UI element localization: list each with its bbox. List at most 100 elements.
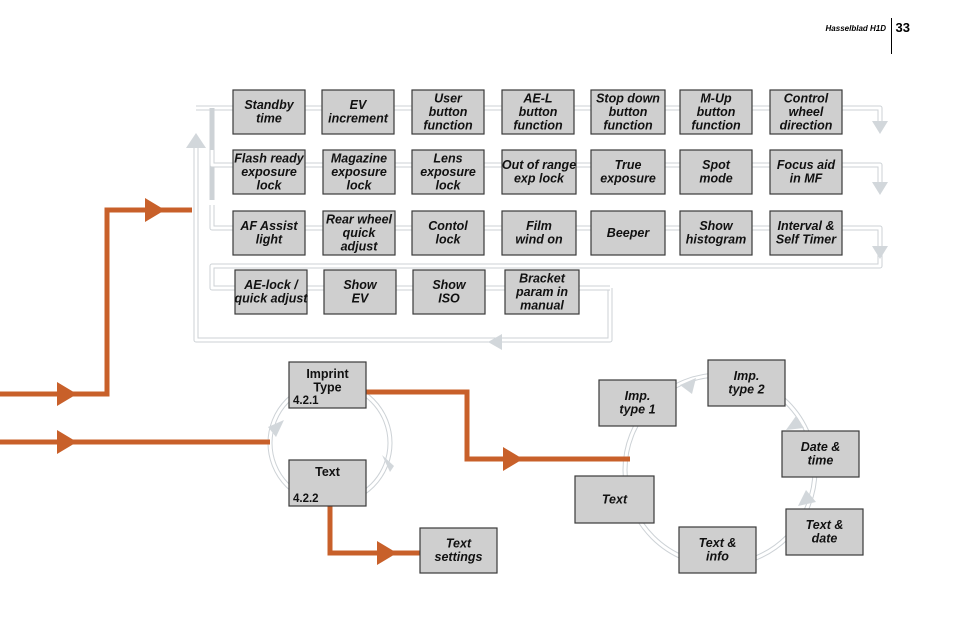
menu-box-r1-c2-label-line: increment	[328, 112, 389, 126]
flow-arrow-to-types	[503, 447, 523, 471]
track-down-arrow-1	[872, 121, 888, 134]
menu-box-r1-c6-label-line: function	[691, 118, 741, 132]
menu-box-r4-c4-frame	[504, 269, 580, 315]
text-settings-box-label-line: settings	[435, 550, 483, 564]
loop-small-arrow-right	[382, 455, 394, 472]
menu-box-r2-c7-frame	[769, 149, 843, 195]
menu-box-r2-c3-label-line: lock	[435, 178, 461, 192]
imprint-type-option-1-label-line: Imp.	[625, 389, 651, 403]
imprint-type-option-5-label-line: info	[706, 550, 729, 564]
menu-box-r3-c4-frame	[501, 210, 577, 256]
menu-box-r1-c2-frame	[321, 89, 395, 135]
imprint-text-box-label-line: Text	[315, 465, 341, 479]
flow-arrow-lower-2	[57, 430, 77, 454]
menu-box-r3-c4-label-line: Film	[526, 219, 552, 233]
imprint-type-option-3-label-line: Date &	[801, 440, 841, 454]
imprint-text-box-frame	[288, 459, 367, 507]
imprint-type-option-1-label-line: type 1	[619, 403, 655, 417]
menu-box-r2-c6-label-line: Spot	[702, 158, 731, 172]
menu-box-r1-c5-label-line: function	[603, 118, 653, 132]
menu-box-r2-c2-label-line: exposure	[331, 165, 387, 179]
menu-box-r1-c5-label-line: button	[609, 105, 648, 119]
menu-box-r4-c1-frame	[234, 269, 308, 315]
menu-box-r4-c3-frame	[412, 269, 486, 315]
text-settings-box-label-line: Text	[446, 537, 472, 551]
menu-box-r2-c5-label-line: exposure	[600, 172, 656, 186]
text-settings-box-frame	[419, 527, 498, 574]
menu-box-r4-c1: AE-lock /quick adjust	[234, 269, 309, 315]
menu-box-r4-c2-frame	[323, 269, 397, 315]
menu-box-r4-c1-label-line: AE-lock /	[243, 278, 299, 292]
menu-box-r3-c6-label-line: Show	[699, 219, 734, 233]
menu-box-r2-c4-label-line: Out of range	[502, 158, 576, 172]
menu-box-r1-c3-label-line: function	[423, 118, 473, 132]
track-up-arrow	[186, 133, 206, 148]
track-down-arrow-2	[872, 182, 888, 195]
menu-box-r1-c7-label-line: Control	[784, 91, 829, 105]
menu-box-r3-c1-frame	[232, 210, 306, 256]
brand-label: Hasselblad H1D	[825, 24, 886, 33]
imprint-type-option-6-frame	[574, 475, 655, 524]
orange-flow-arrows	[0, 198, 630, 565]
menu-box-r3-c7-frame	[769, 210, 843, 256]
menu-box-r3-c5-frame	[590, 210, 666, 256]
imprint-text-box: Text 4.2.2	[288, 459, 367, 507]
menu-box-r2-c2-label-line: lock	[346, 178, 372, 192]
menu-box-r1-c3-label-line: button	[429, 105, 468, 119]
imprint-type-box-section-code: 4.2.1	[293, 395, 319, 407]
menu-box-r3-c1-label-line: light	[256, 233, 283, 247]
menu-box-r2-c2-frame	[322, 149, 396, 195]
menu-box-r2-c1-label-line: Flash ready	[234, 151, 305, 165]
imprint-type-option-1: Imp.type 1	[598, 379, 677, 427]
menu-box-r1-c7-frame	[769, 89, 843, 135]
menu-box-r2-c5-frame	[590, 149, 666, 195]
loop-small-arrow-left	[268, 420, 284, 437]
menu-box-r1-c6-frame	[679, 89, 753, 135]
loop-big-arrow-top	[680, 378, 696, 394]
menu-box-r4-c3-label-line: ISO	[438, 292, 460, 306]
menu-box-r1-c4-label-line: button	[519, 105, 558, 119]
menu-box-r3-c7: Interval &Self Timer	[769, 210, 843, 256]
menu-box-r3-c7-label-line: Interval &	[778, 219, 835, 233]
menu-box-r2-c3-label-line: Lens	[433, 151, 462, 165]
imprint-type-option-3-label-line: time	[808, 454, 834, 468]
menu-box-r3-c7-label-line: Self Timer	[776, 233, 837, 247]
imprint-type-option-5-label-line: Text &	[699, 536, 737, 550]
menu-box-r1-c1-label-line: Standby	[244, 98, 294, 112]
menu-box-r2-c3-frame	[411, 149, 485, 195]
menu-box-r1-c1-label-line: time	[256, 112, 282, 126]
menu-box-r1-c6-label-line: M-Up	[700, 91, 732, 105]
menu-box-r3-c3-frame	[411, 210, 485, 256]
menu-box-r1-c2-label-line: EV	[350, 98, 368, 112]
menu-box-r2-c1-frame	[232, 149, 306, 195]
imprint-type-option-4-label-line: Text &	[806, 518, 844, 532]
menu-box-r2-c1-label-line: lock	[256, 178, 282, 192]
menu-box-r1-c5-frame	[590, 89, 666, 135]
imprint-type-option-6-label-line: Text	[602, 492, 628, 506]
loop-big-arrow-right	[786, 416, 804, 430]
imprint-type-box-label-line: Imprint	[306, 367, 349, 381]
imprint-text-box-section-code: 4.2.2	[293, 493, 319, 505]
menu-box-r3-c6-frame	[679, 210, 753, 256]
menu-box-r3-c2-label-line: Rear wheel	[326, 212, 393, 226]
menu-box-r3-c5: Beeper	[590, 210, 666, 256]
menu-box-r4-c1-label-line: quick adjust	[235, 292, 309, 306]
menu-box-r3-c4-label-line: wind on	[515, 233, 563, 247]
menu-box-r2-c6-label-line: mode	[699, 172, 732, 186]
